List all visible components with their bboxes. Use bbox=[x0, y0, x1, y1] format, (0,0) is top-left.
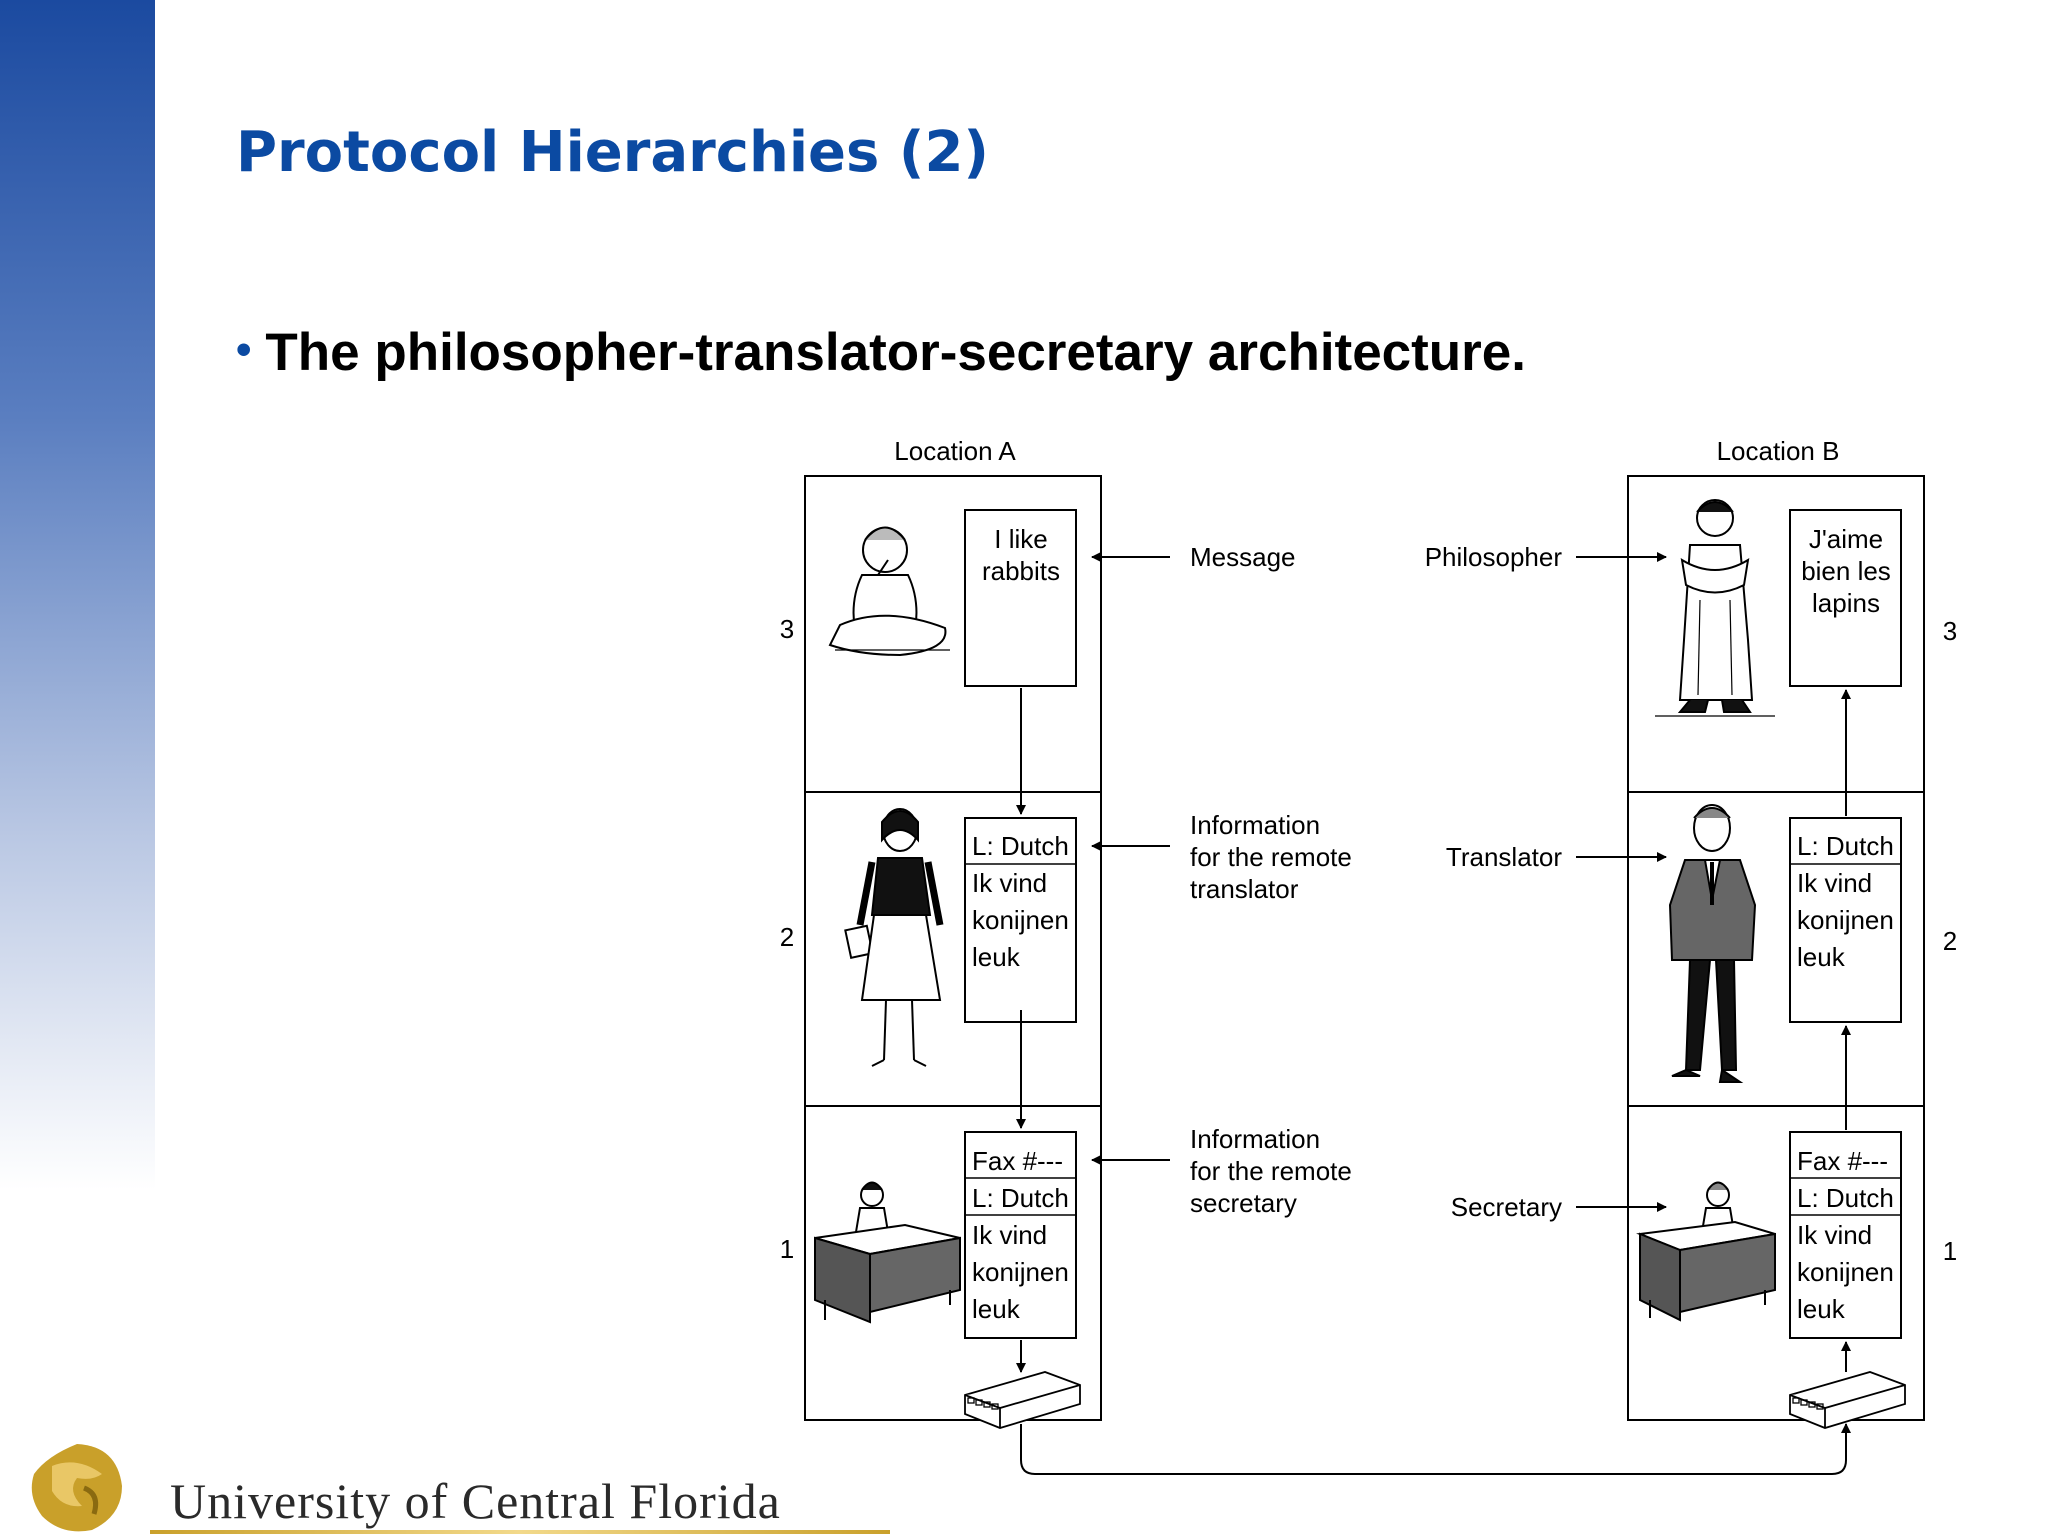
secretary-figure-left bbox=[814, 1181, 961, 1324]
info-secretary-line-3: secretary bbox=[1190, 1188, 1297, 1218]
right-translator-line-4: leuk bbox=[1797, 942, 1846, 972]
left-secretary-box: Fax #--- L: Dutch Ik vind konijnen leuk bbox=[964, 1131, 1077, 1339]
left-translator-line-2: Ik vind bbox=[972, 868, 1047, 898]
philosopher-label: Philosopher bbox=[1425, 542, 1563, 572]
left-secretary-line-1: Fax #--- bbox=[972, 1146, 1063, 1176]
left-translator-line-3: konijnen bbox=[972, 905, 1069, 935]
left-translator-box: L: Dutch Ik vind konijnen leuk bbox=[964, 817, 1077, 1023]
right-translator-line-2: Ik vind bbox=[1797, 868, 1872, 898]
right-secretary-line-5: leuk bbox=[1797, 1294, 1846, 1324]
translator-label: Translator bbox=[1446, 842, 1562, 872]
right-translator-line-3: konijnen bbox=[1797, 905, 1894, 935]
left-secretary-line-3: Ik vind bbox=[972, 1220, 1047, 1250]
right-secretary-line-1: Fax #--- bbox=[1797, 1146, 1888, 1176]
flow-arrows bbox=[1016, 688, 1851, 1475]
university-name: University of Central Florida bbox=[170, 1473, 781, 1529]
bullet-icon: • bbox=[236, 325, 252, 374]
info-secretary-line-2: for the remote bbox=[1190, 1156, 1352, 1186]
layer-3-left: 3 bbox=[780, 614, 794, 644]
right-secretary-line-2: L: Dutch bbox=[1797, 1183, 1894, 1213]
left-secretary-line-2: L: Dutch bbox=[972, 1183, 1069, 1213]
secretary-figure-right bbox=[1636, 1181, 1776, 1322]
translator-figure-left bbox=[844, 808, 944, 1067]
footer bbox=[0, 1400, 900, 1536]
left-translator-line-4: leuk bbox=[972, 942, 1021, 972]
info-secretary-line-1: Information bbox=[1190, 1124, 1320, 1154]
right-translator-box: L: Dutch Ik vind konijnen leuk bbox=[1789, 817, 1902, 1023]
right-message-line-1: J'aime bbox=[1809, 524, 1883, 554]
philosopher-figure-left bbox=[828, 526, 950, 657]
layer-3-right: 3 bbox=[1943, 616, 1957, 646]
left-translator-line-1: L: Dutch bbox=[972, 831, 1069, 861]
layer-1-right: 1 bbox=[1943, 1236, 1957, 1266]
location-b-label: Location B bbox=[1717, 436, 1840, 466]
fax-machine-left bbox=[964, 1371, 1081, 1429]
right-translator-line-1: L: Dutch bbox=[1797, 831, 1894, 861]
layer-1-left: 1 bbox=[780, 1234, 794, 1264]
secretary-label: Secretary bbox=[1451, 1192, 1562, 1222]
location-b-stack bbox=[1627, 475, 1925, 1421]
info-secretary-label: Information for the remote secretary bbox=[1190, 1124, 1352, 1218]
translator-figure-right bbox=[1668, 804, 1757, 1083]
footer-gold-line bbox=[150, 1530, 890, 1534]
left-message-line-2: rabbits bbox=[982, 556, 1060, 586]
message-label: Message bbox=[1190, 542, 1296, 572]
right-secretary-line-3: Ik vind bbox=[1797, 1220, 1872, 1250]
sidebar-gradient bbox=[0, 0, 155, 1190]
bullet-item: • The philosopher-translator-secretary ar… bbox=[236, 322, 1526, 383]
info-translator-line-3: translator bbox=[1190, 874, 1299, 904]
fax-machine-right bbox=[1789, 1371, 1906, 1429]
right-message-line-2: bien les bbox=[1801, 556, 1891, 586]
pegasus-logo-icon bbox=[31, 1444, 122, 1532]
philosopher-figure-right bbox=[1655, 499, 1775, 717]
layer-2-left: 2 bbox=[780, 922, 794, 952]
slide-title: Protocol Hierarchies (2) bbox=[236, 120, 990, 185]
info-translator-line-2: for the remote bbox=[1190, 842, 1352, 872]
info-translator-line-1: Information bbox=[1190, 810, 1320, 840]
left-secretary-line-4: konijnen bbox=[972, 1257, 1069, 1287]
left-message-line-1: I like bbox=[994, 524, 1047, 554]
right-secretary-box: Fax #--- L: Dutch Ik vind konijnen leuk bbox=[1789, 1131, 1902, 1339]
left-message-box: I like rabbits bbox=[964, 509, 1077, 687]
right-message-box: J'aime bien les lapins bbox=[1789, 509, 1902, 687]
left-secretary-line-5: leuk bbox=[972, 1294, 1021, 1324]
right-secretary-line-4: konijnen bbox=[1797, 1257, 1894, 1287]
location-a-label: Location A bbox=[894, 436, 1016, 466]
info-translator-label: Information for the remote translator bbox=[1190, 810, 1352, 904]
bullet-text: The philosopher-translator-secretary arc… bbox=[265, 323, 1526, 382]
right-message-line-3: lapins bbox=[1812, 588, 1880, 618]
layer-2-right: 2 bbox=[1943, 926, 1957, 956]
location-a-stack bbox=[804, 475, 1102, 1421]
